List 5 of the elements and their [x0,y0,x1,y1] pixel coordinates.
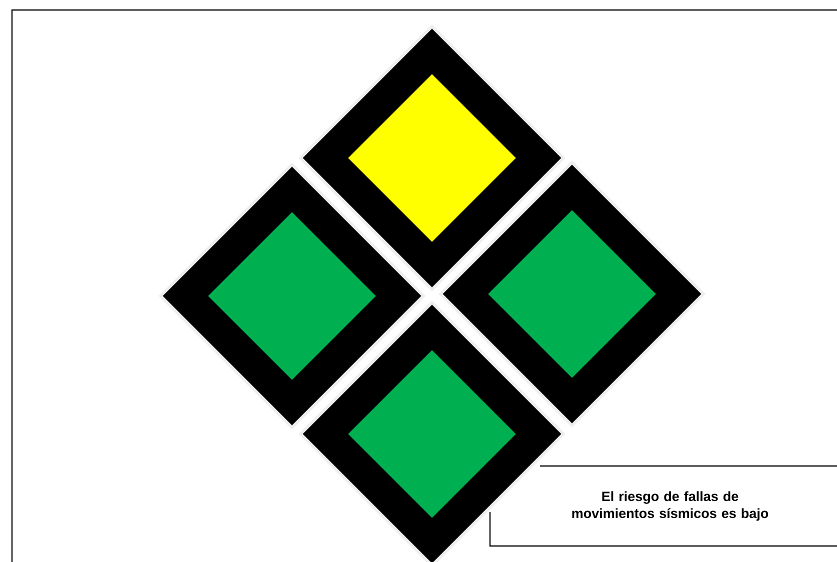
inner-diamond [208,212,376,380]
inner-diamond [348,350,516,518]
text-box: El riesgo de fallas de movimientos sísmicos es bajo [489,465,837,547]
inner-diamond [348,74,516,242]
inner-diamond [488,210,656,378]
